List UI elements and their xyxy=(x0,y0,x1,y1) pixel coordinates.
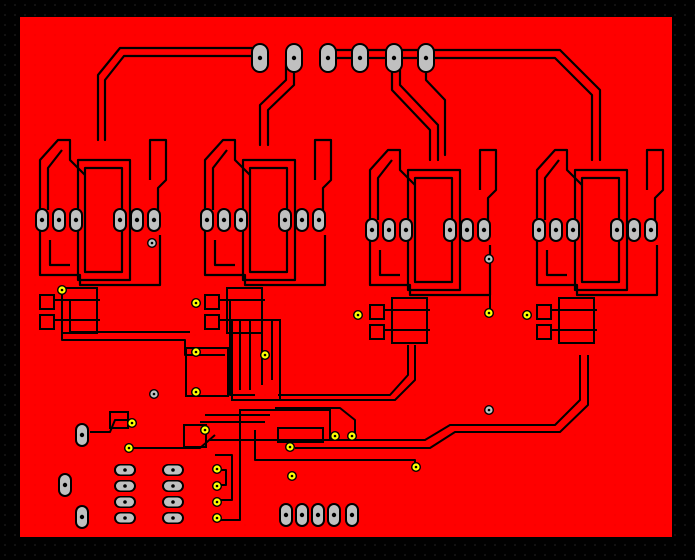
via xyxy=(522,310,532,320)
driver-channel xyxy=(38,138,168,287)
side-pin xyxy=(114,464,136,476)
driver-pad xyxy=(35,208,49,232)
mcu-footprint xyxy=(109,319,331,448)
driver-channel xyxy=(203,138,333,287)
via xyxy=(347,431,357,441)
driver-pad xyxy=(52,208,66,232)
driver-pad xyxy=(549,218,563,242)
driver-pad xyxy=(234,208,248,232)
driver-pad xyxy=(113,208,127,232)
via xyxy=(330,431,340,441)
smd-resistor-array xyxy=(536,297,597,344)
via xyxy=(149,389,159,399)
via xyxy=(411,462,421,472)
driver-pad xyxy=(217,208,231,232)
connector-pin xyxy=(319,43,337,73)
connector-pin xyxy=(251,43,269,73)
driver-pad xyxy=(278,208,292,232)
mount-pin xyxy=(58,473,72,497)
via xyxy=(260,350,270,360)
via xyxy=(191,347,201,357)
via xyxy=(191,387,201,397)
header-pin xyxy=(279,503,293,527)
driver-pad xyxy=(312,208,326,232)
via xyxy=(212,481,222,491)
via xyxy=(484,405,494,415)
smd-resistor-array xyxy=(369,297,430,344)
driver-pad xyxy=(365,218,379,242)
mount-pin xyxy=(75,505,89,529)
header-pin xyxy=(311,503,325,527)
connector-pin xyxy=(285,43,303,73)
header-pin xyxy=(345,503,359,527)
driver-pad xyxy=(147,208,161,232)
driver-pad xyxy=(399,218,413,242)
driver-pad xyxy=(130,208,144,232)
driver-channel xyxy=(535,148,665,297)
driver-pad xyxy=(69,208,83,232)
side-pin xyxy=(114,480,136,492)
via xyxy=(212,464,222,474)
via xyxy=(484,308,494,318)
driver-pad xyxy=(644,218,658,242)
via xyxy=(484,254,494,264)
via xyxy=(124,443,134,453)
connector-pin xyxy=(351,43,369,73)
side-pin xyxy=(114,512,136,524)
driver-pad xyxy=(200,208,214,232)
driver-pad xyxy=(477,218,491,242)
mount-pin xyxy=(75,423,89,447)
driver-pad xyxy=(566,218,580,242)
side-pin xyxy=(162,512,184,524)
via xyxy=(57,285,67,295)
via xyxy=(212,513,222,523)
via xyxy=(147,238,157,248)
via xyxy=(191,298,201,308)
via xyxy=(287,471,297,481)
driver-pad xyxy=(295,208,309,232)
driver-pad xyxy=(443,218,457,242)
driver-pad xyxy=(460,218,474,242)
side-pin xyxy=(162,480,184,492)
side-pin xyxy=(162,496,184,508)
via xyxy=(200,425,210,435)
driver-pad xyxy=(627,218,641,242)
driver-pad xyxy=(610,218,624,242)
driver-pad xyxy=(532,218,546,242)
side-pin xyxy=(162,464,184,476)
via xyxy=(127,418,137,428)
header-pin xyxy=(327,503,341,527)
side-pin xyxy=(114,496,136,508)
header-pin xyxy=(295,503,309,527)
via xyxy=(353,310,363,320)
via xyxy=(285,442,295,452)
via xyxy=(212,497,222,507)
connector-pin xyxy=(385,43,403,73)
driver-pad xyxy=(382,218,396,242)
connector-pin xyxy=(417,43,435,73)
